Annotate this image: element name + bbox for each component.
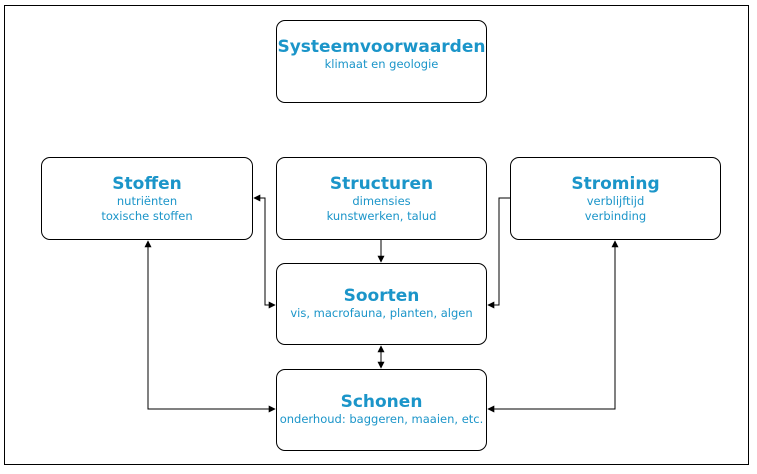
node-stroming: Stroming verblijftijd verbinding [510, 157, 721, 240]
node-subtitle: klimaat en geologie [324, 57, 439, 71]
node-subtitle: kunstwerken, talud [326, 209, 437, 223]
node-title: Schonen [340, 392, 423, 412]
node-title: Structuren [329, 174, 434, 194]
node-subtitle: toxische stoffen [101, 209, 193, 223]
node-schonen: Schonen onderhoud: baggeren, maaien, etc… [276, 369, 487, 451]
arrow-stroming-schonen [487, 240, 619, 413]
node-subtitle: verbinding [584, 209, 647, 223]
node-title: Stroming [571, 174, 660, 194]
node-structuren: Structuren dimensies kunstwerken, talud [276, 157, 487, 240]
arrow-stoffen-schonen [144, 240, 276, 413]
node-systeemvoorwaarden: Systeemvoorwaarden klimaat en geologie [276, 20, 487, 103]
node-title: Soorten [343, 286, 420, 306]
node-title: Stoffen [112, 174, 182, 194]
arrow-stroming-soorten [487, 197, 510, 309]
node-subtitle: vis, macrofauna, planten, algen [290, 306, 473, 320]
node-subtitle: verblijftijd [586, 194, 645, 208]
node-subtitle: nutriënten [116, 194, 178, 208]
node-stoffen: Stoffen nutriënten toxische stoffen [41, 157, 253, 240]
arrow-stoffen-soorten [253, 194, 276, 309]
node-title: Systeemvoorwaarden [277, 37, 486, 57]
node-subtitle: dimensies [352, 194, 411, 208]
node-soorten: Soorten vis, macrofauna, planten, algen [276, 263, 487, 345]
node-subtitle: onderhoud: baggeren, maaien, etc. [279, 412, 484, 426]
